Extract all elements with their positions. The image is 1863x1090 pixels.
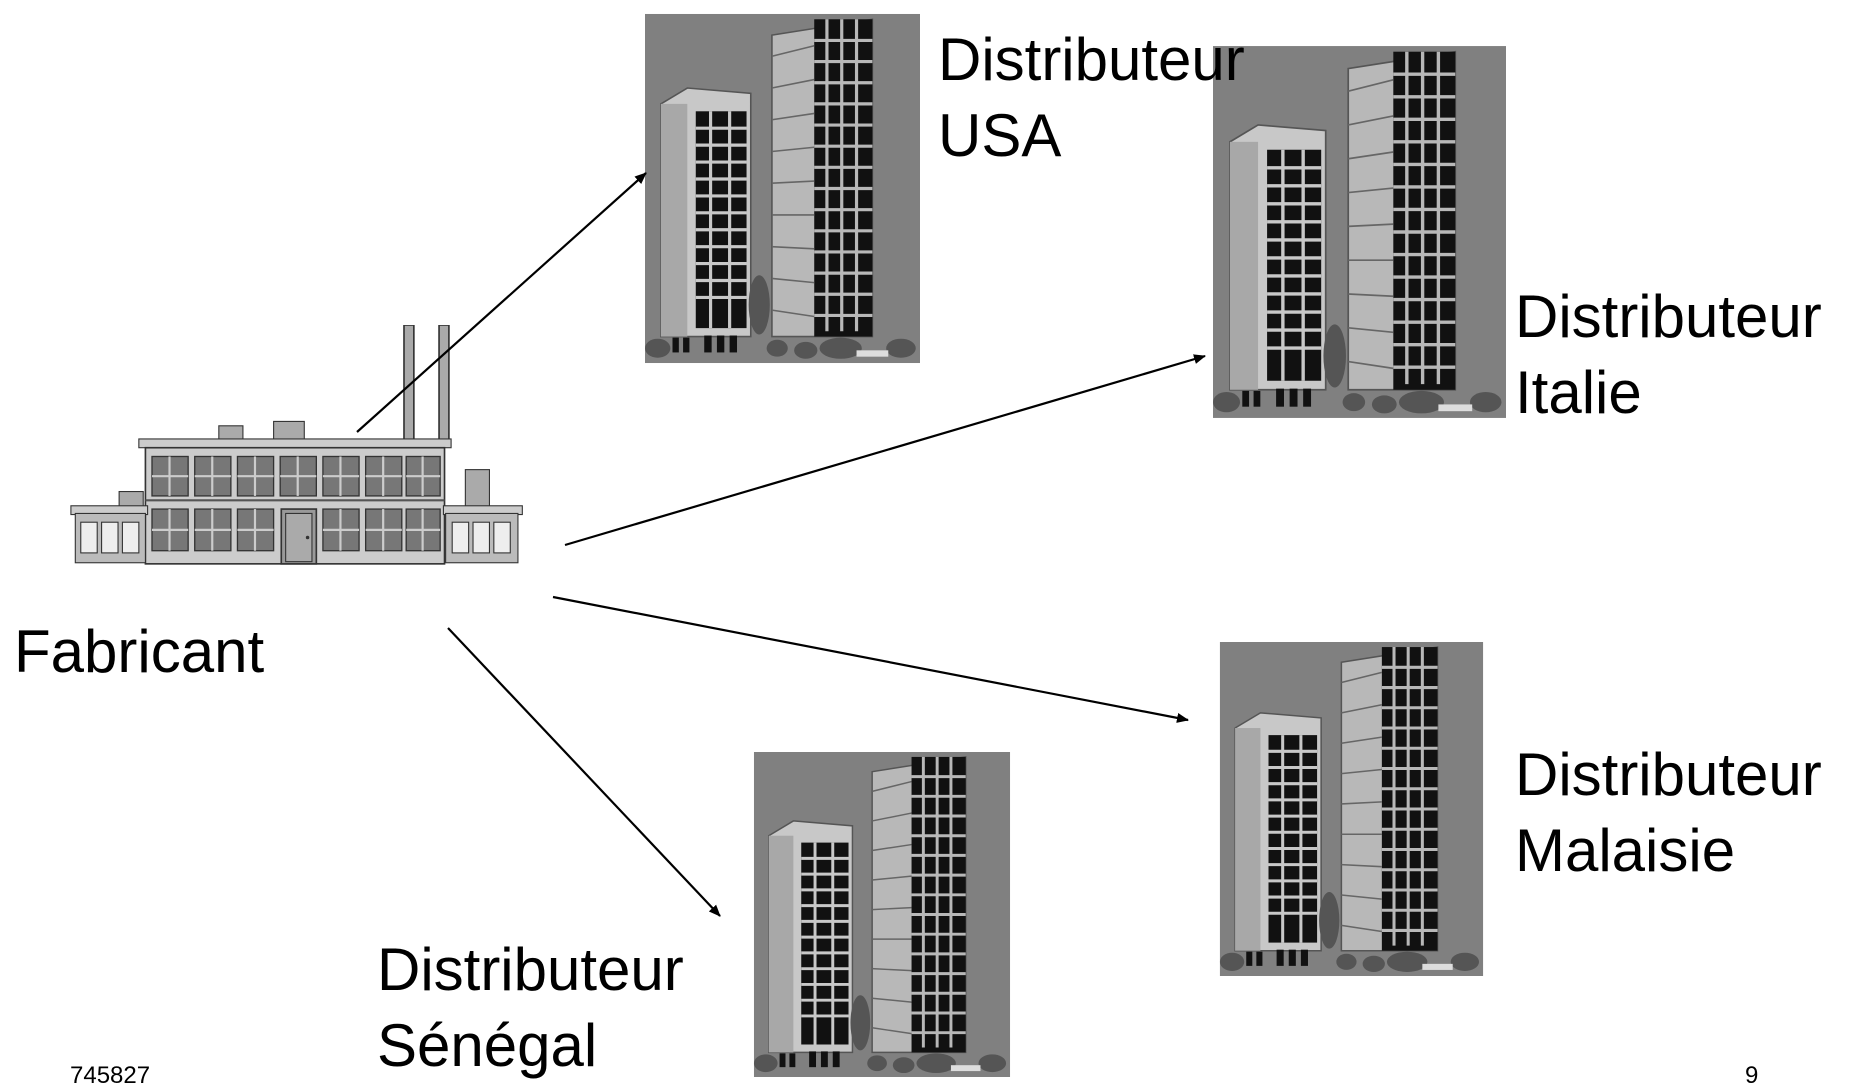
distributor-senegal-line2: Sénégal: [377, 1012, 598, 1079]
building-usa-icon: [645, 12, 920, 365]
distributor-senegal-label: Distributeur Sénégal: [377, 932, 684, 1084]
footer-left-text: 745827: [70, 1062, 151, 1089]
factory-icon: [69, 325, 524, 566]
manufacturer-label: Fabricant: [14, 614, 264, 690]
arrow-to-senegal: [447, 627, 721, 917]
distributor-italie-line1: Distributeur: [1515, 283, 1822, 350]
building-malaisie-icon: [1218, 642, 1485, 976]
distributor-malaisie-line1: Distributeur: [1515, 741, 1822, 808]
distributor-usa-label: Distributeur USA: [938, 22, 1245, 174]
distributor-senegal-line1: Distributeur: [377, 936, 684, 1003]
distributor-malaisie-line2: Malaisie: [1515, 817, 1736, 884]
building-senegal-icon: [752, 752, 1012, 1077]
distributor-usa-line1: Distributeur: [938, 26, 1245, 93]
arrow-to-italie: [564, 354, 1206, 547]
distributor-usa-line2: USA: [938, 102, 1062, 169]
arrow-to-usa: [356, 172, 647, 433]
manufacturer-label-text: Fabricant: [14, 618, 265, 685]
page-number: 9: [1745, 1062, 1759, 1089]
arrow-to-malaisie: [552, 595, 1189, 723]
distributor-italie-line2: Italie: [1515, 359, 1642, 426]
distributor-italie-label: Distributeur Italie: [1515, 279, 1822, 431]
building-italie-icon: [1213, 44, 1506, 420]
distributor-malaisie-label: Distributeur Malaisie: [1515, 737, 1822, 889]
